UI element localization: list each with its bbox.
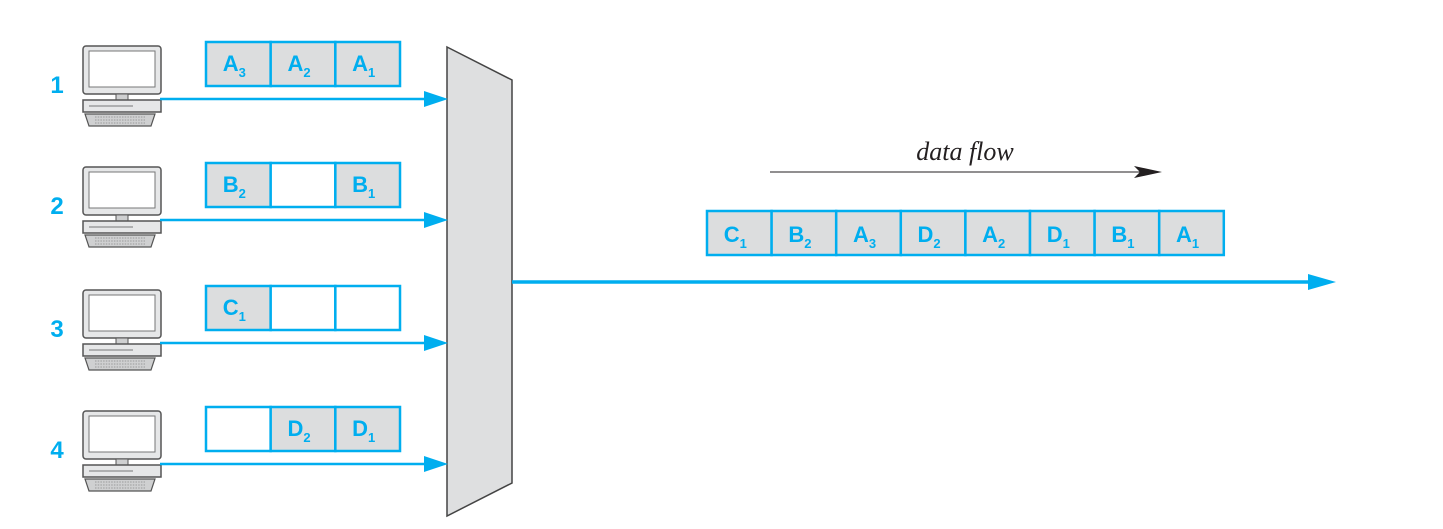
empty-buffer-slot bbox=[204, 405, 272, 453]
empty-buffer-slot bbox=[334, 284, 402, 332]
station-number: 1 bbox=[50, 72, 63, 99]
output-link bbox=[512, 274, 1336, 290]
frame-slot bbox=[770, 209, 838, 257]
buffer-slot bbox=[204, 40, 272, 88]
station-number: 4 bbox=[50, 437, 64, 464]
slot-label: A3 bbox=[223, 51, 246, 80]
slot-label: A1 bbox=[352, 51, 375, 80]
empty-buffer-slot bbox=[269, 161, 337, 209]
station-buffer: C1 bbox=[204, 284, 402, 332]
data-flow-label: data flow bbox=[916, 137, 1014, 166]
frame-slot-label: C1 bbox=[724, 222, 747, 251]
input-arrowhead bbox=[424, 212, 448, 228]
input-arrowhead bbox=[424, 91, 448, 107]
station-number: 2 bbox=[50, 193, 63, 220]
station-buffer: D2 D1 bbox=[204, 405, 402, 453]
computer-icon bbox=[82, 410, 162, 492]
slot-label: C1 bbox=[223, 295, 246, 324]
output-frame: C1 B2 A3 D2 A2 D1 B1 A1 bbox=[705, 209, 1226, 257]
buffer-slot bbox=[334, 40, 402, 88]
buffer-slot bbox=[334, 405, 402, 453]
slot-label: A2 bbox=[287, 51, 310, 80]
buffer-slot bbox=[334, 161, 402, 209]
frame-slot-label: A2 bbox=[982, 222, 1005, 251]
frame-slot bbox=[964, 209, 1032, 257]
frame-slot bbox=[705, 209, 773, 257]
data-flow-annotation: data flow bbox=[770, 137, 1162, 178]
frame-slot-label: B2 bbox=[788, 222, 811, 251]
data-flow-arrowhead bbox=[1134, 166, 1162, 178]
station-buffer: A3 A2 A1 bbox=[204, 40, 402, 88]
station-2: 2 B2 B1 bbox=[50, 161, 448, 248]
frame-slot bbox=[1157, 209, 1226, 257]
slot-label: D2 bbox=[287, 416, 310, 445]
computer-icon bbox=[82, 289, 162, 371]
frame-slot-label: D1 bbox=[1047, 222, 1070, 251]
station-buffer: B2 B1 bbox=[204, 161, 402, 209]
computer-icon bbox=[82, 45, 162, 127]
empty-buffer-slot bbox=[269, 284, 337, 332]
slot-label: B1 bbox=[352, 172, 375, 201]
input-arrowhead bbox=[424, 335, 448, 351]
buffer-slot bbox=[204, 284, 272, 332]
station-number: 3 bbox=[50, 316, 63, 343]
station-1: 1 A3 A2 A1 bbox=[50, 40, 448, 127]
station-3: 3 C1 bbox=[50, 284, 448, 371]
computer-icon bbox=[82, 166, 162, 248]
output-arrowhead bbox=[1308, 274, 1336, 290]
slot-label: B2 bbox=[223, 172, 246, 201]
frame-slot-label: A1 bbox=[1176, 222, 1199, 251]
frame-slot-label: D2 bbox=[918, 222, 941, 251]
buffer-slot bbox=[269, 405, 337, 453]
stations: 1 A3 A2 A1 2 B2 B1 3 C1 4 D2 D1 bbox=[50, 40, 448, 492]
slot-label: D1 bbox=[352, 416, 375, 445]
multiplexer-shape bbox=[446, 45, 513, 518]
frame-slot-label: B1 bbox=[1111, 222, 1134, 251]
frame-slot-label: A3 bbox=[853, 222, 876, 251]
station-4: 4 D2 D1 bbox=[50, 405, 448, 492]
input-arrowhead bbox=[424, 456, 448, 472]
